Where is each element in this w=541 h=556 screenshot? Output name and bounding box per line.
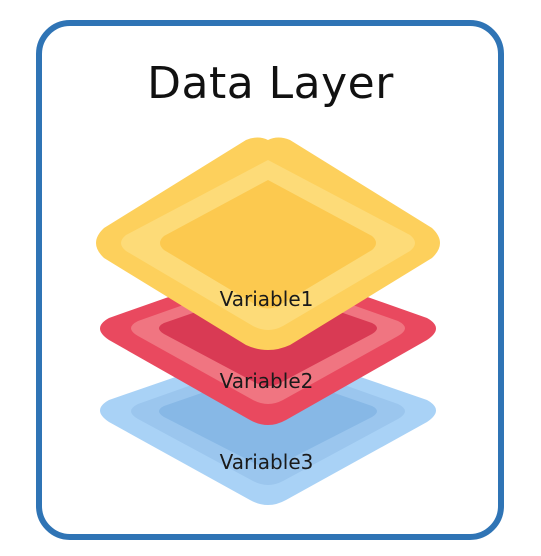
diagram-title: Data Layer — [147, 58, 394, 109]
layer-label-variable2: Variable2 — [219, 369, 314, 393]
layer-label-variable1: Variable1 — [219, 287, 314, 311]
layer-variable1 — [96, 137, 440, 350]
layer-label-variable3: Variable3 — [219, 450, 314, 474]
